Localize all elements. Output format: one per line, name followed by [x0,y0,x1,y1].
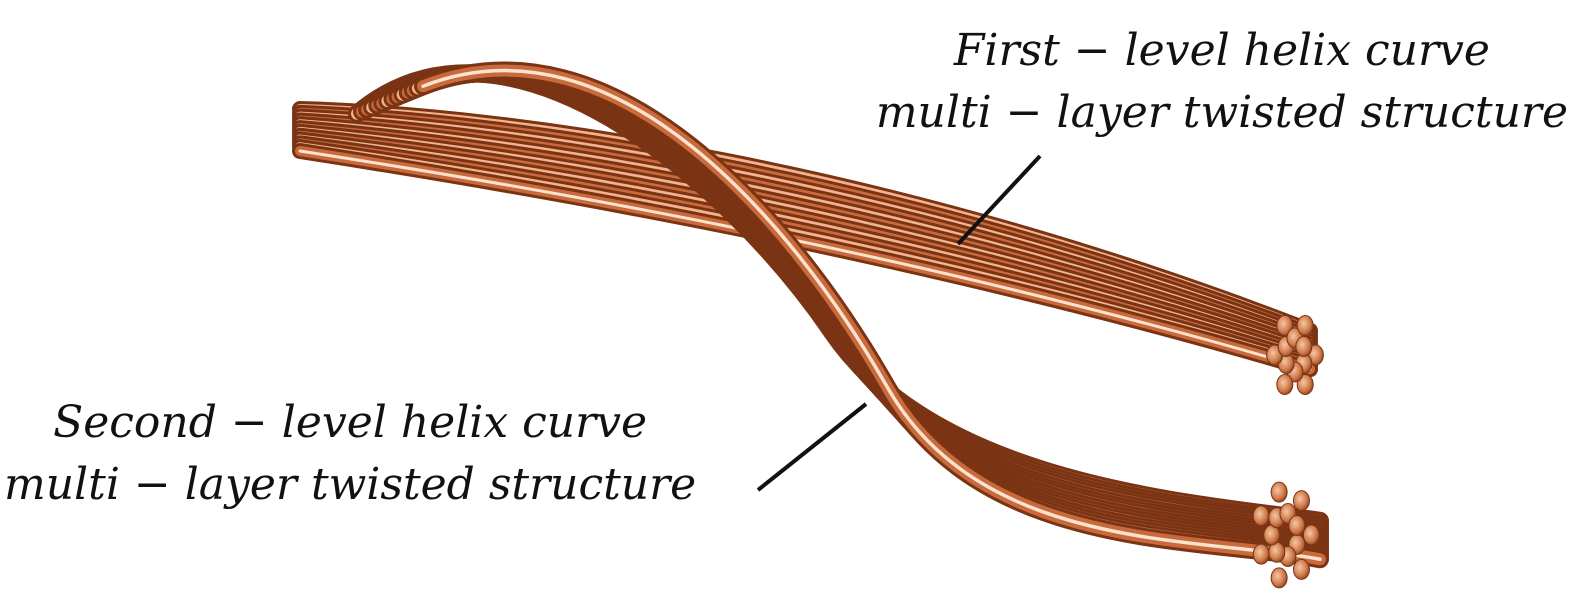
second-bundle-strand-end [1252,505,1270,527]
first-annotation-line-2: multi − layer twisted structure [875,87,1568,138]
second-bundle-strand-highlight [421,68,1322,561]
second-bundle-strand-end [1252,543,1270,565]
second-annotation-line-1: Second − level helix curve [53,397,648,448]
first-level-helix-bundle [292,101,1318,378]
first-leader-line [956,154,1042,246]
first-annotation-line-1: First − level helix curve [953,25,1490,76]
second-leader-line [756,402,868,492]
second-bundle-strand-ends [1252,481,1320,589]
first-bundle-strand-end [1276,373,1294,395]
second-bundle-strand-end [1292,558,1310,580]
first-bundle-strand-ends [1266,315,1324,395]
second-bundle-strand-end [1270,567,1288,589]
second-bundle-strand-end [1288,514,1306,536]
first-level-annotation: First − level helix curve multi − layer … [876,20,1568,144]
first-bundle-strand-end [1276,315,1294,337]
second-bundle-strand-end [1302,524,1320,546]
first-bundle-strand-highlight [298,149,1312,371]
second-level-annotation: Second − level helix curve multi − layer… [4,392,696,516]
first-bundle-strand-end [1296,373,1314,395]
first-bundle-strand-end [1295,336,1313,357]
second-annotation-line-2: multi − layer twisted structure [4,459,697,510]
second-level-helix-bundle [348,61,1329,569]
second-bundle-strand-end [1292,490,1310,512]
second-bundle-strand-end [1270,481,1288,503]
first-bundle-strand-end [1296,315,1314,337]
